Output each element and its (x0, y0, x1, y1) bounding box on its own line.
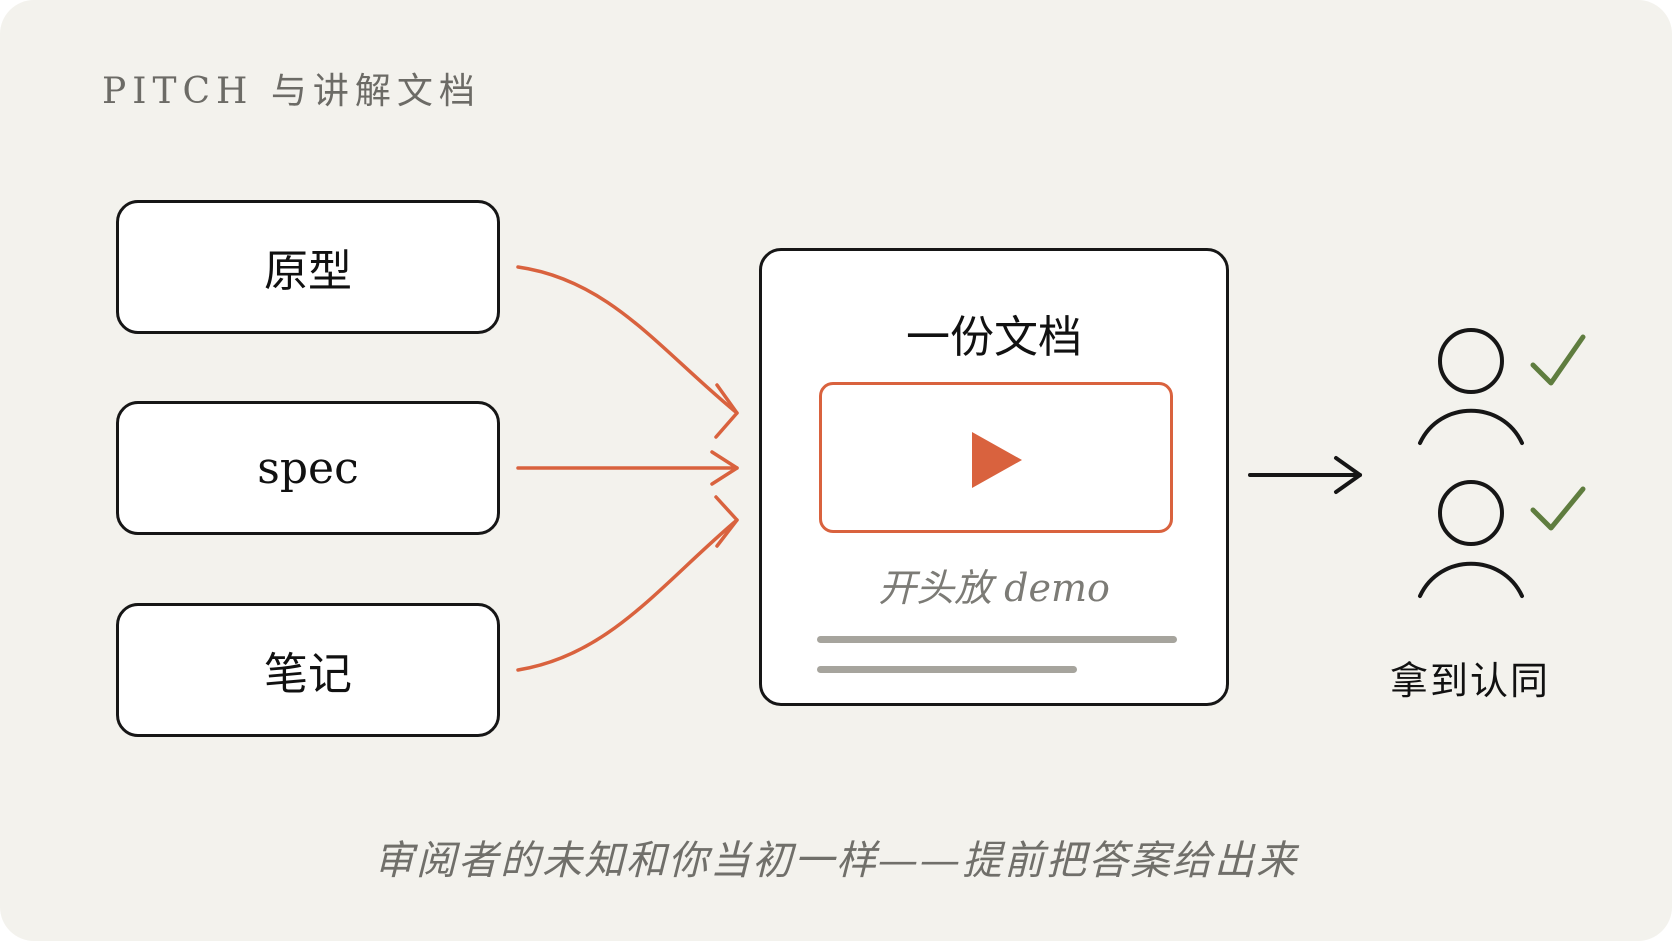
text-placeholder-line (817, 636, 1177, 643)
arrow-head-spec (710, 450, 739, 486)
check-icon (1530, 486, 1586, 531)
person-icon (1438, 480, 1504, 546)
person-icon-shoulders (1418, 561, 1524, 598)
arrow-head-prototype (714, 383, 739, 439)
play-icon (972, 432, 1022, 488)
eyebrow-title: PITCH 与讲解文档 (102, 71, 481, 112)
tagline: 审阅者的未知和你当初一样——提前把答案给出来 (374, 838, 1298, 884)
input-label-notes: 笔记 (264, 649, 352, 700)
input-label-spec: spec (257, 442, 359, 494)
input-label-prototype: 原型 (264, 246, 352, 297)
person-icon-shoulders (1418, 408, 1524, 445)
input-box-prototype: 原型 (116, 200, 500, 334)
arrow-prototype-to-doc (516, 265, 739, 415)
text-placeholder-line (817, 666, 1077, 673)
person-icon (1438, 328, 1504, 394)
input-box-spec: spec (116, 401, 500, 535)
video-frame (819, 382, 1173, 533)
outcome-label: 拿到认同 (1389, 659, 1550, 703)
check-icon (1530, 334, 1586, 386)
arrow-notes-to-doc (516, 518, 739, 672)
arrow-icon-head (1334, 456, 1362, 494)
arrow-head-notes (714, 495, 739, 548)
document-box: 一份文档 开头放 demo (759, 248, 1229, 706)
document-caption: 开头放 demo (878, 566, 1110, 610)
document-title: 一份文档 (906, 312, 1082, 363)
input-box-notes: 笔记 (116, 603, 500, 737)
